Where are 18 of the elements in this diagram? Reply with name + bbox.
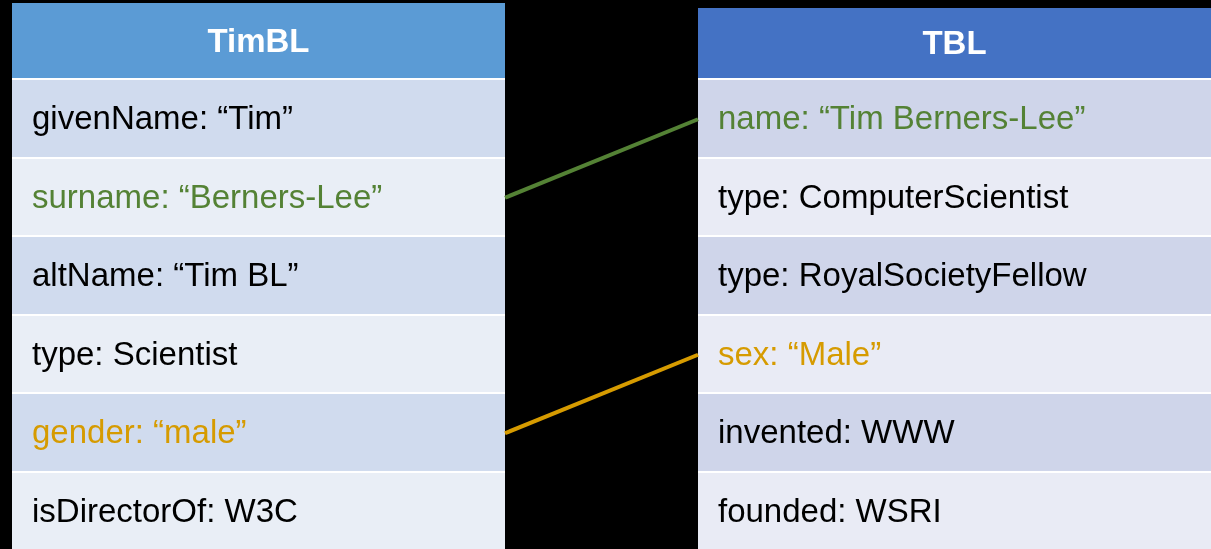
- attribute-row: gender: “male”: [12, 394, 505, 473]
- attribute-row: name: “Tim Berners-Lee”: [698, 80, 1211, 159]
- attribute-row: sex: “Male”: [698, 315, 1211, 394]
- table-card: [698, 8, 1211, 549]
- attribute-row: type: ComputerScientist: [698, 158, 1211, 237]
- connector-line: [504, 117, 699, 200]
- table-card: [12, 3, 505, 549]
- table-header: TBL: [698, 8, 1211, 80]
- attribute-row: founded: WSRI: [698, 472, 1211, 549]
- attribute-row: givenName: “Tim”: [12, 80, 505, 159]
- connector-line: [504, 352, 699, 436]
- attribute-row: altName: “Tim BL”: [12, 237, 505, 316]
- attribute-row: type: Scientist: [12, 315, 505, 394]
- attribute-row: type: RoyalSocietyFellow: [698, 237, 1211, 316]
- attribute-row: isDirectorOf: W3C: [12, 472, 505, 549]
- attribute-row: invented: WWW: [698, 394, 1211, 473]
- table-header: TimBL: [12, 3, 505, 80]
- attribute-row: surname: “Berners-Lee”: [12, 158, 505, 237]
